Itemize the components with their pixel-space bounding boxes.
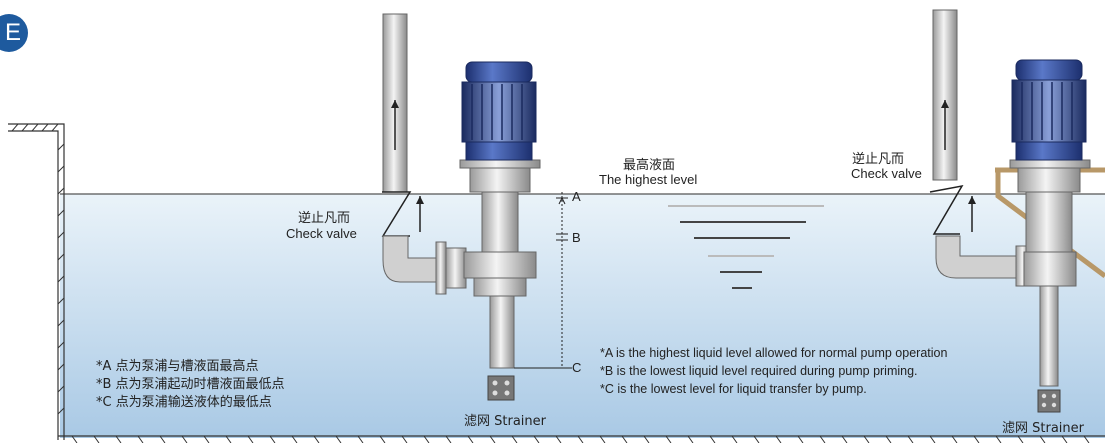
- right-check-valve-label-en: Check valve: [851, 166, 922, 181]
- top-level-label-en: The highest level: [599, 172, 698, 187]
- mark-b: B: [572, 230, 581, 245]
- level-dimension: [514, 192, 572, 369]
- note-en-c: *C is the lowest level for liquid transf…: [600, 382, 867, 396]
- left-elbow-pipe: [382, 235, 467, 295]
- right-discharge-pipe: [932, 9, 958, 181]
- note-cn-c: *C 点为泵浦输送液体的最低点: [96, 395, 272, 410]
- left-motor: [461, 61, 537, 161]
- right-check-valve-label-cn: 逆止凡而: [852, 152, 905, 167]
- right-check-valve: [929, 184, 976, 235]
- left-discharge-pipe: [382, 13, 408, 193]
- top-level-label-cn: 最高液面: [623, 158, 676, 173]
- right-strainer-label: 滤网 Strainer: [1002, 421, 1084, 436]
- left-strainer-label: 滤网 Strainer: [464, 414, 546, 429]
- left-check-valve-label-cn: 逆止凡而: [298, 211, 351, 226]
- level-lines: [668, 205, 824, 289]
- right-pump-body: [1009, 159, 1091, 413]
- note-cn-a: *A 点为泵浦与槽液面最高点: [96, 359, 259, 374]
- left-pump-body: [459, 159, 541, 401]
- tank-liquid: [60, 194, 1105, 438]
- left-check-valve-label-en: Check valve: [286, 226, 357, 241]
- note-en-a: *A is the highest liquid level allowed f…: [600, 346, 948, 360]
- note-cn-b: *B 点为泵浦起动时槽液面最低点: [96, 377, 285, 392]
- mark-a: A: [572, 189, 581, 204]
- tank-wall: [8, 123, 1105, 444]
- right-motor: [1011, 59, 1087, 161]
- note-en-b: *B is the lowest liquid level required d…: [600, 364, 918, 378]
- mark-c: C: [572, 360, 582, 375]
